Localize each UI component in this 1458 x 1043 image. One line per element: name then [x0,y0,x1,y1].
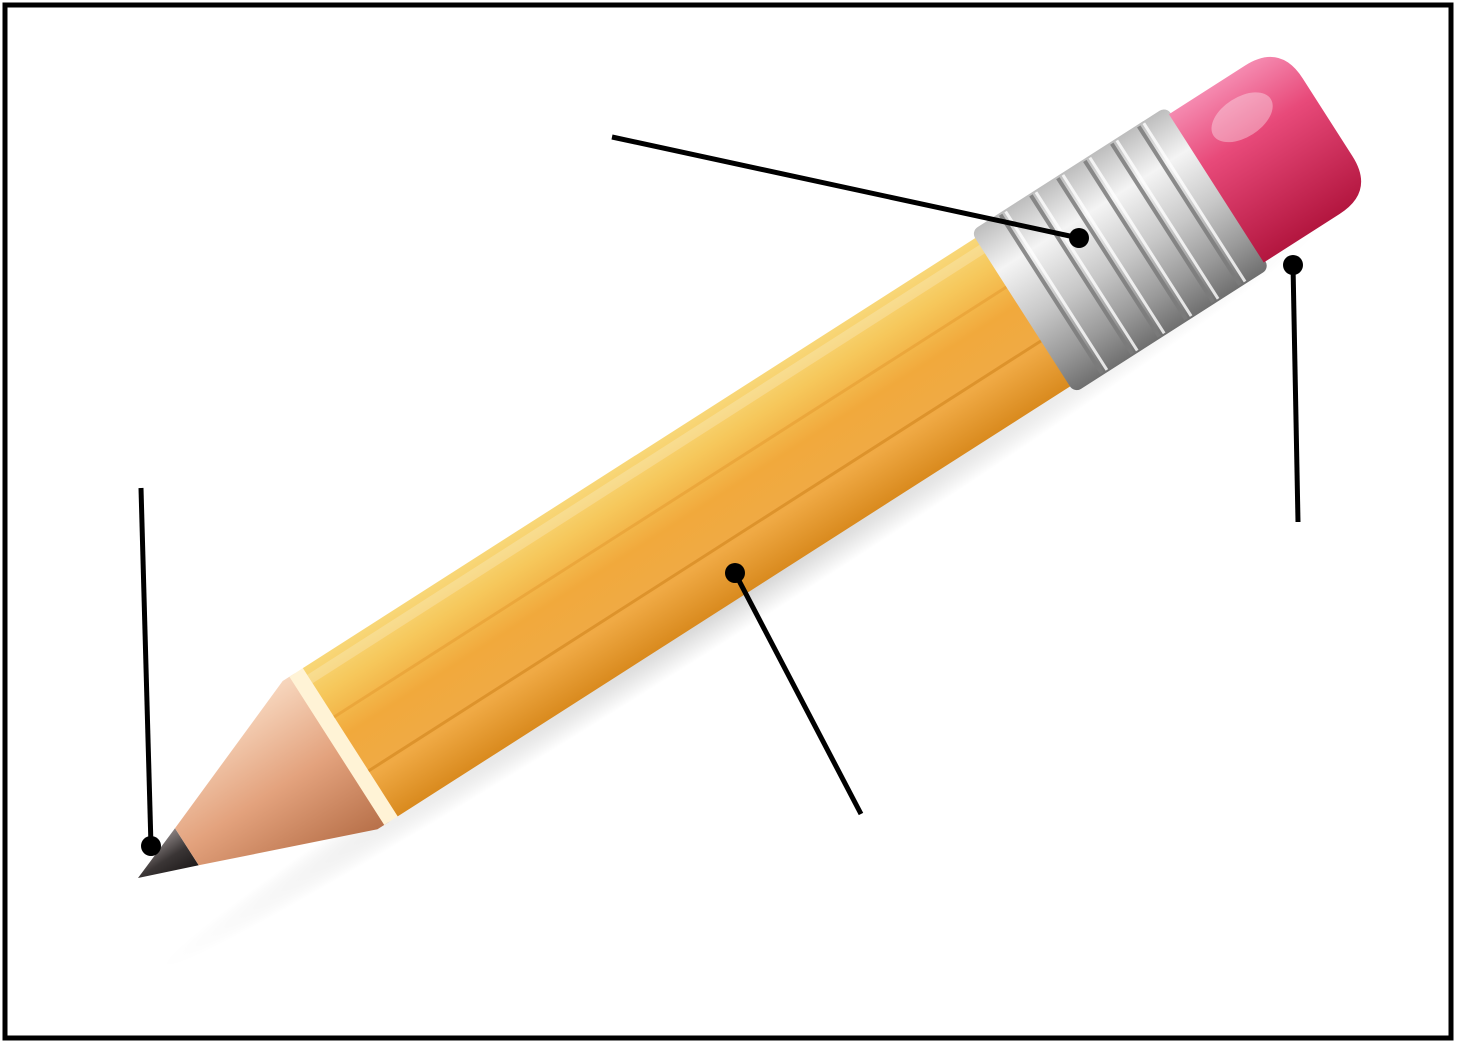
callout-dot-eraser [1283,255,1303,275]
callout-dot-wooden-barrel [725,563,745,583]
callout-dot-metal-ferrule [1069,228,1089,248]
callout-dot-graphite-tip [141,836,161,856]
